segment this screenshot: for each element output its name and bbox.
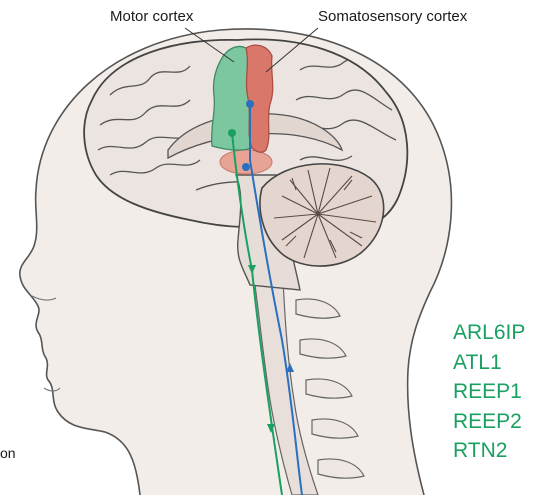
somatosensory-cortex-label: Somatosensory cortex xyxy=(318,8,467,25)
sensory-neuron-soma-thalamus xyxy=(242,163,250,171)
gene-item: REEP1 xyxy=(453,377,525,407)
gene-item: RTN2 xyxy=(453,436,525,466)
sensory-neuron-soma-cortex xyxy=(246,100,254,108)
motor-cortex-label: Motor cortex xyxy=(110,8,193,25)
motor-neuron-soma xyxy=(228,129,236,137)
gene-item: REEP2 xyxy=(453,407,525,437)
gene-item: ARL6IP xyxy=(453,318,525,348)
partial-caption-label: on xyxy=(0,445,16,461)
gene-list: ARL6IP ATL1 REEP1 REEP2 RTN2 xyxy=(453,318,525,466)
gene-item: ATL1 xyxy=(453,348,525,378)
